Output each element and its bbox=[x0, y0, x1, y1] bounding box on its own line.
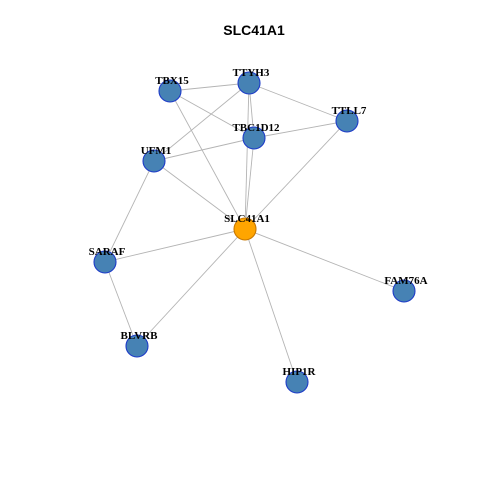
node-label-ufm1: UFM1 bbox=[141, 145, 172, 157]
node-ttyh3: TTYH3 bbox=[233, 67, 270, 95]
edge-ufm1-saraf bbox=[104, 160, 155, 263]
node-label-hip1r: HIP1R bbox=[283, 366, 317, 378]
node-circle-ttll7 bbox=[335, 109, 359, 133]
node-circle-tbc1d12 bbox=[242, 126, 266, 150]
node-label-ttyh3: TTYH3 bbox=[233, 67, 270, 79]
node-hip1r: HIP1R bbox=[283, 366, 317, 394]
node-circle-ttyh3 bbox=[237, 71, 261, 95]
node-label-tbx15: TBX15 bbox=[155, 75, 189, 87]
node-circle-hip1r bbox=[285, 370, 309, 394]
edge-tbc1d12-ufm1 bbox=[153, 137, 255, 162]
node-circle-fam76a bbox=[392, 279, 416, 303]
node-saraf: SARAF bbox=[89, 246, 126, 274]
node-blvrb: BLVRB bbox=[121, 330, 159, 358]
node-ttll7: TTLL7 bbox=[332, 105, 367, 133]
node-circle-tbx15 bbox=[158, 79, 182, 103]
edge-slc41a1-blvrb bbox=[136, 228, 246, 347]
node-label-tbc1d12: TBC1D12 bbox=[232, 122, 280, 134]
edge-tbc1d12-slc41a1 bbox=[244, 137, 255, 230]
edge-slc41a1-saraf bbox=[104, 228, 246, 263]
edge-saraf-blvrb bbox=[104, 261, 138, 347]
node-fam76a: FAM76A bbox=[384, 275, 428, 303]
node-tbc1d12: TBC1D12 bbox=[232, 122, 280, 150]
node-circle-slc41a1 bbox=[233, 217, 257, 241]
node-label-fam76a: FAM76A bbox=[384, 275, 427, 287]
node-slc41a1: SLC41A1 bbox=[224, 213, 270, 241]
edge-slc41a1-fam76a bbox=[244, 228, 405, 292]
edge-ufm1-slc41a1 bbox=[153, 160, 246, 230]
node-label-saraf: SARAF bbox=[89, 246, 126, 258]
edge-tbx15-tbc1d12 bbox=[169, 90, 255, 139]
node-label-ttll7: TTLL7 bbox=[332, 105, 367, 117]
edge-ttyh3-slc41a1 bbox=[244, 82, 250, 230]
diagram-title: SLC41A1 bbox=[223, 22, 285, 38]
node-circle-blvrb bbox=[125, 334, 149, 358]
node-label-blvrb: BLVRB bbox=[121, 330, 159, 342]
node-ufm1: UFM1 bbox=[141, 145, 172, 173]
edge-tbx15-ttyh3 bbox=[169, 82, 250, 92]
node-tbx15: TBX15 bbox=[155, 75, 189, 103]
node-circle-saraf bbox=[93, 250, 117, 274]
node-circle-ufm1 bbox=[142, 149, 166, 173]
edge-ttyh3-ufm1 bbox=[153, 82, 250, 162]
edge-tbc1d12-ttll7 bbox=[253, 120, 348, 139]
node-label-slc41a1: SLC41A1 bbox=[224, 213, 270, 225]
edge-tbx15-slc41a1 bbox=[169, 90, 246, 230]
edge-ttll7-slc41a1 bbox=[244, 120, 348, 230]
edge-ttyh3-ttll7 bbox=[248, 82, 348, 122]
edges-layer bbox=[104, 82, 405, 383]
edge-slc41a1-hip1r bbox=[244, 228, 298, 383]
